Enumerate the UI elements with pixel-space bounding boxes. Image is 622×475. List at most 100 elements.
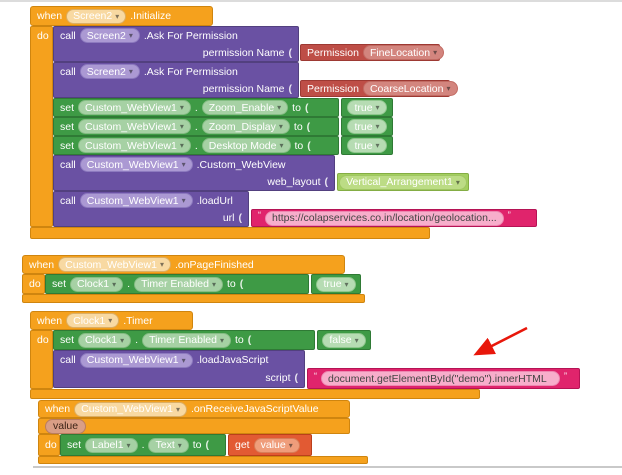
event-header[interactable]: when Screen2 .Initialize — [30, 6, 213, 26]
variable-dropdown[interactable]: value — [253, 437, 300, 453]
block-text-url[interactable]: “ https://colapservices.co.in/location/g… — [251, 209, 537, 227]
block-when-screen2-initialize[interactable]: when Screen2 .Initialize do call Screen2… — [30, 6, 550, 242]
property-dropdown[interactable]: Zoom_Display — [201, 119, 290, 134]
label-dropdown[interactable]: Label1 — [85, 437, 138, 453]
event-header[interactable]: when Custom_WebView1 .onReceiveJavaScrip… — [38, 400, 350, 418]
event-header[interactable]: when Custom_WebView1 .onPageFinished — [22, 255, 345, 274]
screen2-dropdown[interactable]: Screen2 — [66, 8, 127, 24]
webview-dropdown[interactable]: Custom_WebView1 — [78, 100, 191, 115]
block-set-label-text[interactable]: set Label1 . Text to ( — [60, 434, 226, 456]
block-set-zoom-display[interactable]: set Custom_WebView1 . Zoom_Display to ( — [53, 117, 339, 136]
dropdown-caret-icon — [180, 139, 184, 152]
block-set-timer-enabled-true[interactable]: set Clock1 . Timer Enabled to ( — [45, 274, 309, 294]
set-label: set — [60, 139, 75, 152]
script-text-field[interactable]: document.getElementById("demo").innerHTM… — [321, 371, 560, 386]
clock-dropdown[interactable]: Clock1 — [70, 276, 124, 292]
socket-icon: ( — [205, 439, 210, 451]
block-when-onpagefinished[interactable]: when Custom_WebView1 .onPageFinished do … — [22, 255, 422, 305]
property-dropdown[interactable]: Text — [148, 437, 189, 453]
event-param-row: value — [38, 418, 350, 434]
param-label: url — [222, 211, 235, 224]
webview-dropdown[interactable]: Custom_WebView1 — [78, 138, 191, 153]
event-header[interactable]: when Clock1 .Timer — [30, 311, 193, 330]
block-call-loadurl[interactable]: call Custom_WebView1 .loadUrl url ( — [53, 191, 249, 227]
permission-dropdown[interactable]: CoarseLocation — [362, 81, 458, 96]
url-text-field[interactable]: https://colapservices.co.in/location/geo… — [265, 210, 504, 226]
method-name: .Ask For Permission — [143, 65, 238, 78]
dropdown-caret-icon — [456, 176, 460, 189]
socket-icon: ( — [239, 278, 244, 290]
close-quote: ” — [564, 370, 567, 381]
dropdown-caret-icon — [129, 65, 133, 78]
webview-dropdown[interactable]: Custom_WebView1 — [79, 157, 193, 172]
logic-dropdown[interactable]: true — [347, 138, 387, 153]
socket-icon: ( — [288, 46, 293, 59]
do-gutter: do — [30, 26, 53, 227]
block-call-custom-webview[interactable]: call Custom_WebView1 .Custom_WebView web… — [53, 155, 335, 191]
block-call-ask-permission-1[interactable]: call Screen2 .Ask For Permission permiss… — [53, 26, 299, 62]
socket-icon: ( — [304, 101, 309, 114]
component-dropdown[interactable]: Vertical_Arrangement1 — [339, 174, 467, 190]
block-set-timer-enabled-false[interactable]: set Clock1 . Timer Enabled to ( — [53, 330, 315, 350]
when-label: when — [29, 258, 55, 271]
block-set-desktop-mode[interactable]: set Custom_WebView1 . Desktop Mode to ( — [53, 136, 339, 155]
block-permission-coarselocation[interactable]: Permission CoarseLocation — [300, 80, 458, 97]
clock-dropdown[interactable]: Clock1 — [78, 332, 132, 348]
socket-icon: ( — [288, 82, 293, 95]
clock-dropdown[interactable]: Clock1 — [66, 313, 120, 328]
to-label: to — [192, 439, 202, 451]
permission-label: Permission — [307, 46, 359, 59]
set-label: set — [60, 120, 75, 133]
block-vertical-arrangement1[interactable]: Vertical_Arrangement1 — [337, 173, 469, 191]
block-logic-true[interactable]: true — [341, 98, 393, 117]
block-text-script[interactable]: “ document.getElementById("demo").innerH… — [307, 368, 580, 389]
annotation-arrow-icon — [473, 326, 528, 356]
logic-dropdown[interactable]: true — [316, 276, 356, 292]
get-label: get — [235, 439, 250, 451]
block-call-loadjavascript[interactable]: call Custom_WebView1 .loadJavaScript scr… — [53, 350, 305, 388]
value-param-chip[interactable]: value — [45, 418, 87, 434]
webview-dropdown[interactable]: Custom_WebView1 — [79, 352, 193, 368]
screen2-dropdown[interactable]: Screen2 — [79, 64, 140, 79]
dot-label: . — [194, 101, 198, 114]
dropdown-caret-icon — [345, 278, 349, 291]
logic-dropdown[interactable]: true — [347, 100, 387, 115]
logic-dropdown[interactable]: false — [322, 332, 366, 348]
block-call-ask-permission-2[interactable]: call Screen2 .Ask For Permission permiss… — [53, 62, 299, 98]
webview-dropdown[interactable]: Custom_WebView1 — [79, 193, 193, 208]
block-logic-true[interactable]: true — [341, 136, 393, 155]
property-dropdown[interactable]: Timer Enabled — [134, 276, 223, 292]
bottom-divider — [33, 466, 622, 468]
block-logic-true[interactable]: true — [341, 117, 393, 136]
block-logic-true[interactable]: true — [311, 274, 361, 294]
method-name: .Custom_WebView — [196, 158, 286, 171]
webview-dropdown[interactable]: Custom_WebView1 — [78, 119, 191, 134]
block-set-zoom-enable[interactable]: set Custom_WebView1 . Zoom_Enable to ( — [53, 98, 339, 117]
event-name: .Timer — [123, 314, 153, 327]
dropdown-caret-icon — [112, 278, 116, 291]
block-permission-finelocation[interactable]: Permission FineLocation — [300, 44, 445, 61]
logic-dropdown[interactable]: true — [347, 119, 387, 134]
socket-icon: ( — [307, 139, 311, 152]
permission-dropdown[interactable]: FineLocation — [362, 45, 445, 60]
property-dropdown[interactable]: Desktop Mode — [201, 138, 291, 153]
property-dropdown[interactable]: Zoom_Enable — [201, 100, 289, 115]
block-logic-false[interactable]: false — [317, 330, 371, 350]
block-get-value[interactable]: get value — [228, 434, 312, 456]
socket-icon: ( — [238, 211, 243, 224]
block-when-clock-timer[interactable]: when Clock1 .Timer do set Clock1 . Timer… — [30, 311, 600, 401]
permission-label: Permission — [307, 82, 359, 95]
dropdown-caret-icon — [108, 314, 112, 327]
socket-icon: ( — [294, 372, 299, 384]
to-label: to — [226, 278, 236, 290]
param-label: web_layout — [267, 175, 321, 188]
dot-label: . — [127, 278, 131, 290]
property-dropdown[interactable]: Timer Enabled — [142, 332, 231, 348]
webview-dropdown[interactable]: Custom_WebView1 — [58, 257, 171, 272]
block-when-onreceivejavascriptvalue[interactable]: when Custom_WebView1 .onReceiveJavaScrip… — [38, 400, 428, 466]
param-label: permission Name — [202, 82, 285, 95]
screen2-dropdown[interactable]: Screen2 — [79, 28, 140, 43]
call-label: call — [60, 29, 76, 42]
webview-dropdown[interactable]: Custom_WebView1 — [74, 401, 187, 417]
